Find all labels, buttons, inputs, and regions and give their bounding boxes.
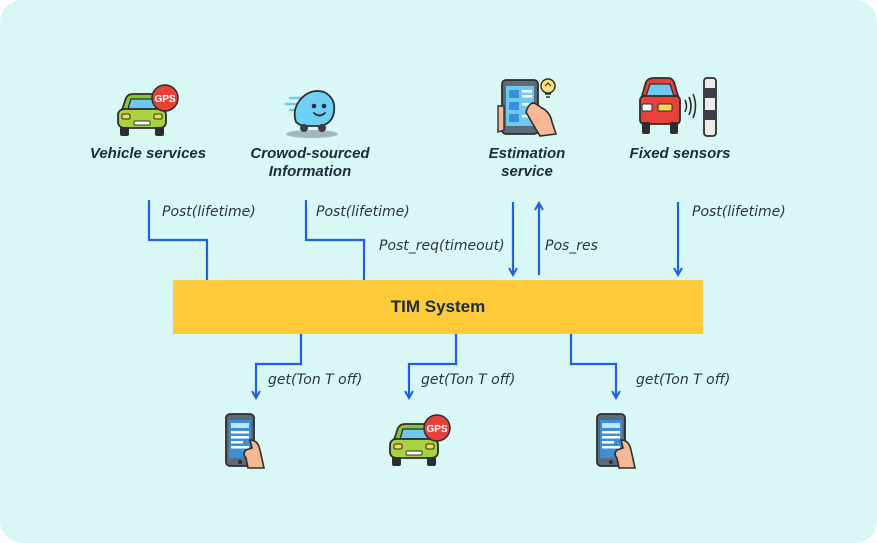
get1-arrow <box>256 334 303 398</box>
edge-label-est-req: Post_req(timeout) <box>379 238 505 254</box>
edge-label-get2: get(Ton T off) <box>421 372 516 388</box>
edge-label-get1: get(Ton T off) <box>268 372 363 388</box>
edge-label-crowd-post: Post(lifetime) <box>316 204 410 220</box>
tim-system-box: TIM System <box>173 280 703 334</box>
tim-system-label: TIM System <box>390 297 486 316</box>
source-label-fixed: Fixed sensors <box>629 145 731 162</box>
edge-label-get3: get(Ton T off) <box>636 372 731 388</box>
car-gps-icon: GPS <box>389 414 451 466</box>
source-label-crowd: Crowod-sourced Information <box>250 145 370 180</box>
gps-badge-text: GPS <box>426 424 447 435</box>
crowd-post-connector <box>304 200 366 280</box>
vehicle-post-connector <box>147 200 209 280</box>
gps-badge-text: GPS <box>154 94 175 105</box>
smartphone-hand-icon <box>596 413 636 469</box>
get2-arrow <box>409 334 458 398</box>
car-sensor-icon <box>639 77 717 137</box>
car-gps-icon: GPS <box>117 84 179 136</box>
tablet-hand-icon <box>497 78 558 137</box>
source-label-estimation: Estimation service <box>488 145 566 180</box>
smartphone-hand-icon <box>225 413 265 469</box>
source-label-vehicle: Vehicle services <box>89 145 207 162</box>
get3-arrow <box>569 334 616 398</box>
edge-label-fixed-post: Post(lifetime) <box>692 204 786 220</box>
edge-label-vehicle-post: Post(lifetime) <box>162 204 256 220</box>
edge-label-est-res: Pos_res <box>545 238 598 254</box>
waze-icon <box>284 90 338 138</box>
